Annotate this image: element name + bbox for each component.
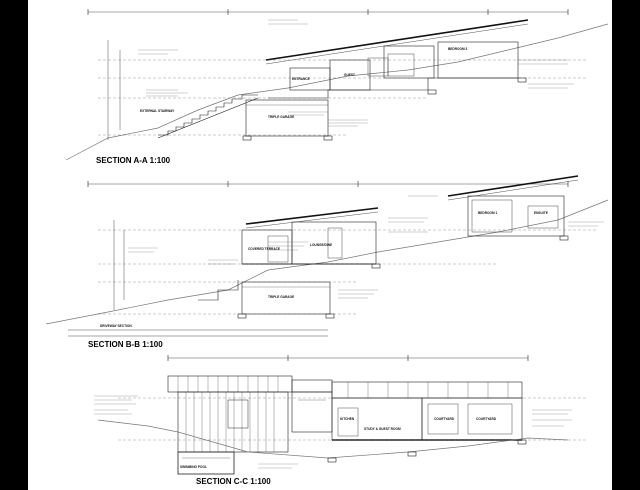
room-label: KITCHEN bbox=[340, 417, 355, 421]
room-label: DRIVEWAY SECTION bbox=[100, 324, 132, 328]
section-c-drawing bbox=[94, 355, 588, 475]
room-label: ENSUITE bbox=[534, 211, 548, 215]
sections-drawing: EXTERNAL STAIRWAY TRIPLE GARAGE ENTRANCE… bbox=[45, 9, 609, 475]
room-label: ENTRANCE bbox=[292, 77, 310, 81]
section-b-title: SECTION B-B 1:100 bbox=[88, 340, 163, 349]
room-label: SWIMMING POOL bbox=[180, 465, 207, 469]
room-label: COVERED TERRACE bbox=[248, 247, 280, 251]
room-label: EXTERNAL STAIRWAY bbox=[140, 109, 175, 113]
room-label: BEDROOM 3 bbox=[448, 47, 468, 51]
room-label: TRIPLE GARAGE bbox=[268, 295, 294, 299]
room-label: COURTYARD bbox=[434, 417, 455, 421]
room-label: GUEST bbox=[344, 73, 355, 77]
section-c-title: SECTION C-C 1:100 bbox=[196, 477, 271, 486]
room-label: BEDROOM 1 bbox=[478, 211, 498, 215]
paper-sheet: EXTERNAL STAIRWAY TRIPLE GARAGE ENTRANCE… bbox=[28, 0, 612, 490]
section-a-title: SECTION A-A 1:100 bbox=[96, 156, 171, 165]
section-a-drawing bbox=[65, 9, 609, 161]
room-label: LOUNGE/DINE bbox=[310, 243, 332, 247]
section-b-drawing bbox=[45, 175, 609, 337]
room-label: COURTYARD bbox=[476, 417, 497, 421]
room-label: STUDY & GUEST ROOM bbox=[364, 427, 401, 431]
room-label: TRIPLE GARAGE bbox=[268, 115, 294, 119]
